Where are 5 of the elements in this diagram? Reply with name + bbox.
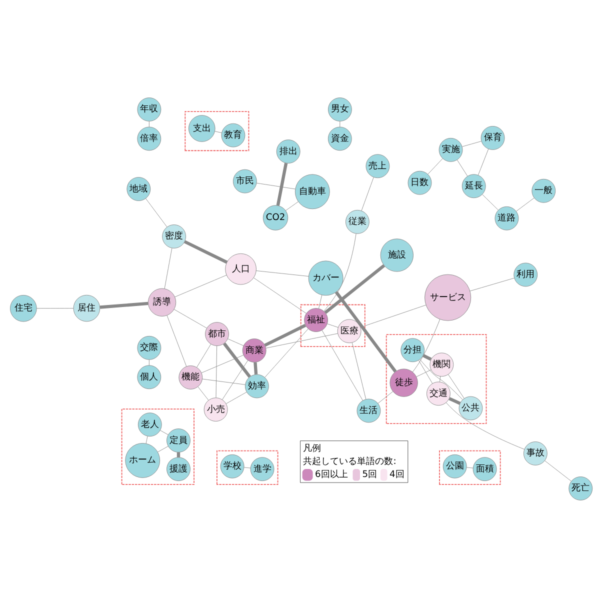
legend-label: 5回 [362,470,378,480]
label: 共起している単語の数: [303,456,396,466]
label: 凡例 [303,443,322,454]
legend-label: 4回 [390,470,404,480]
legend-label: 6回以上 [315,470,348,480]
